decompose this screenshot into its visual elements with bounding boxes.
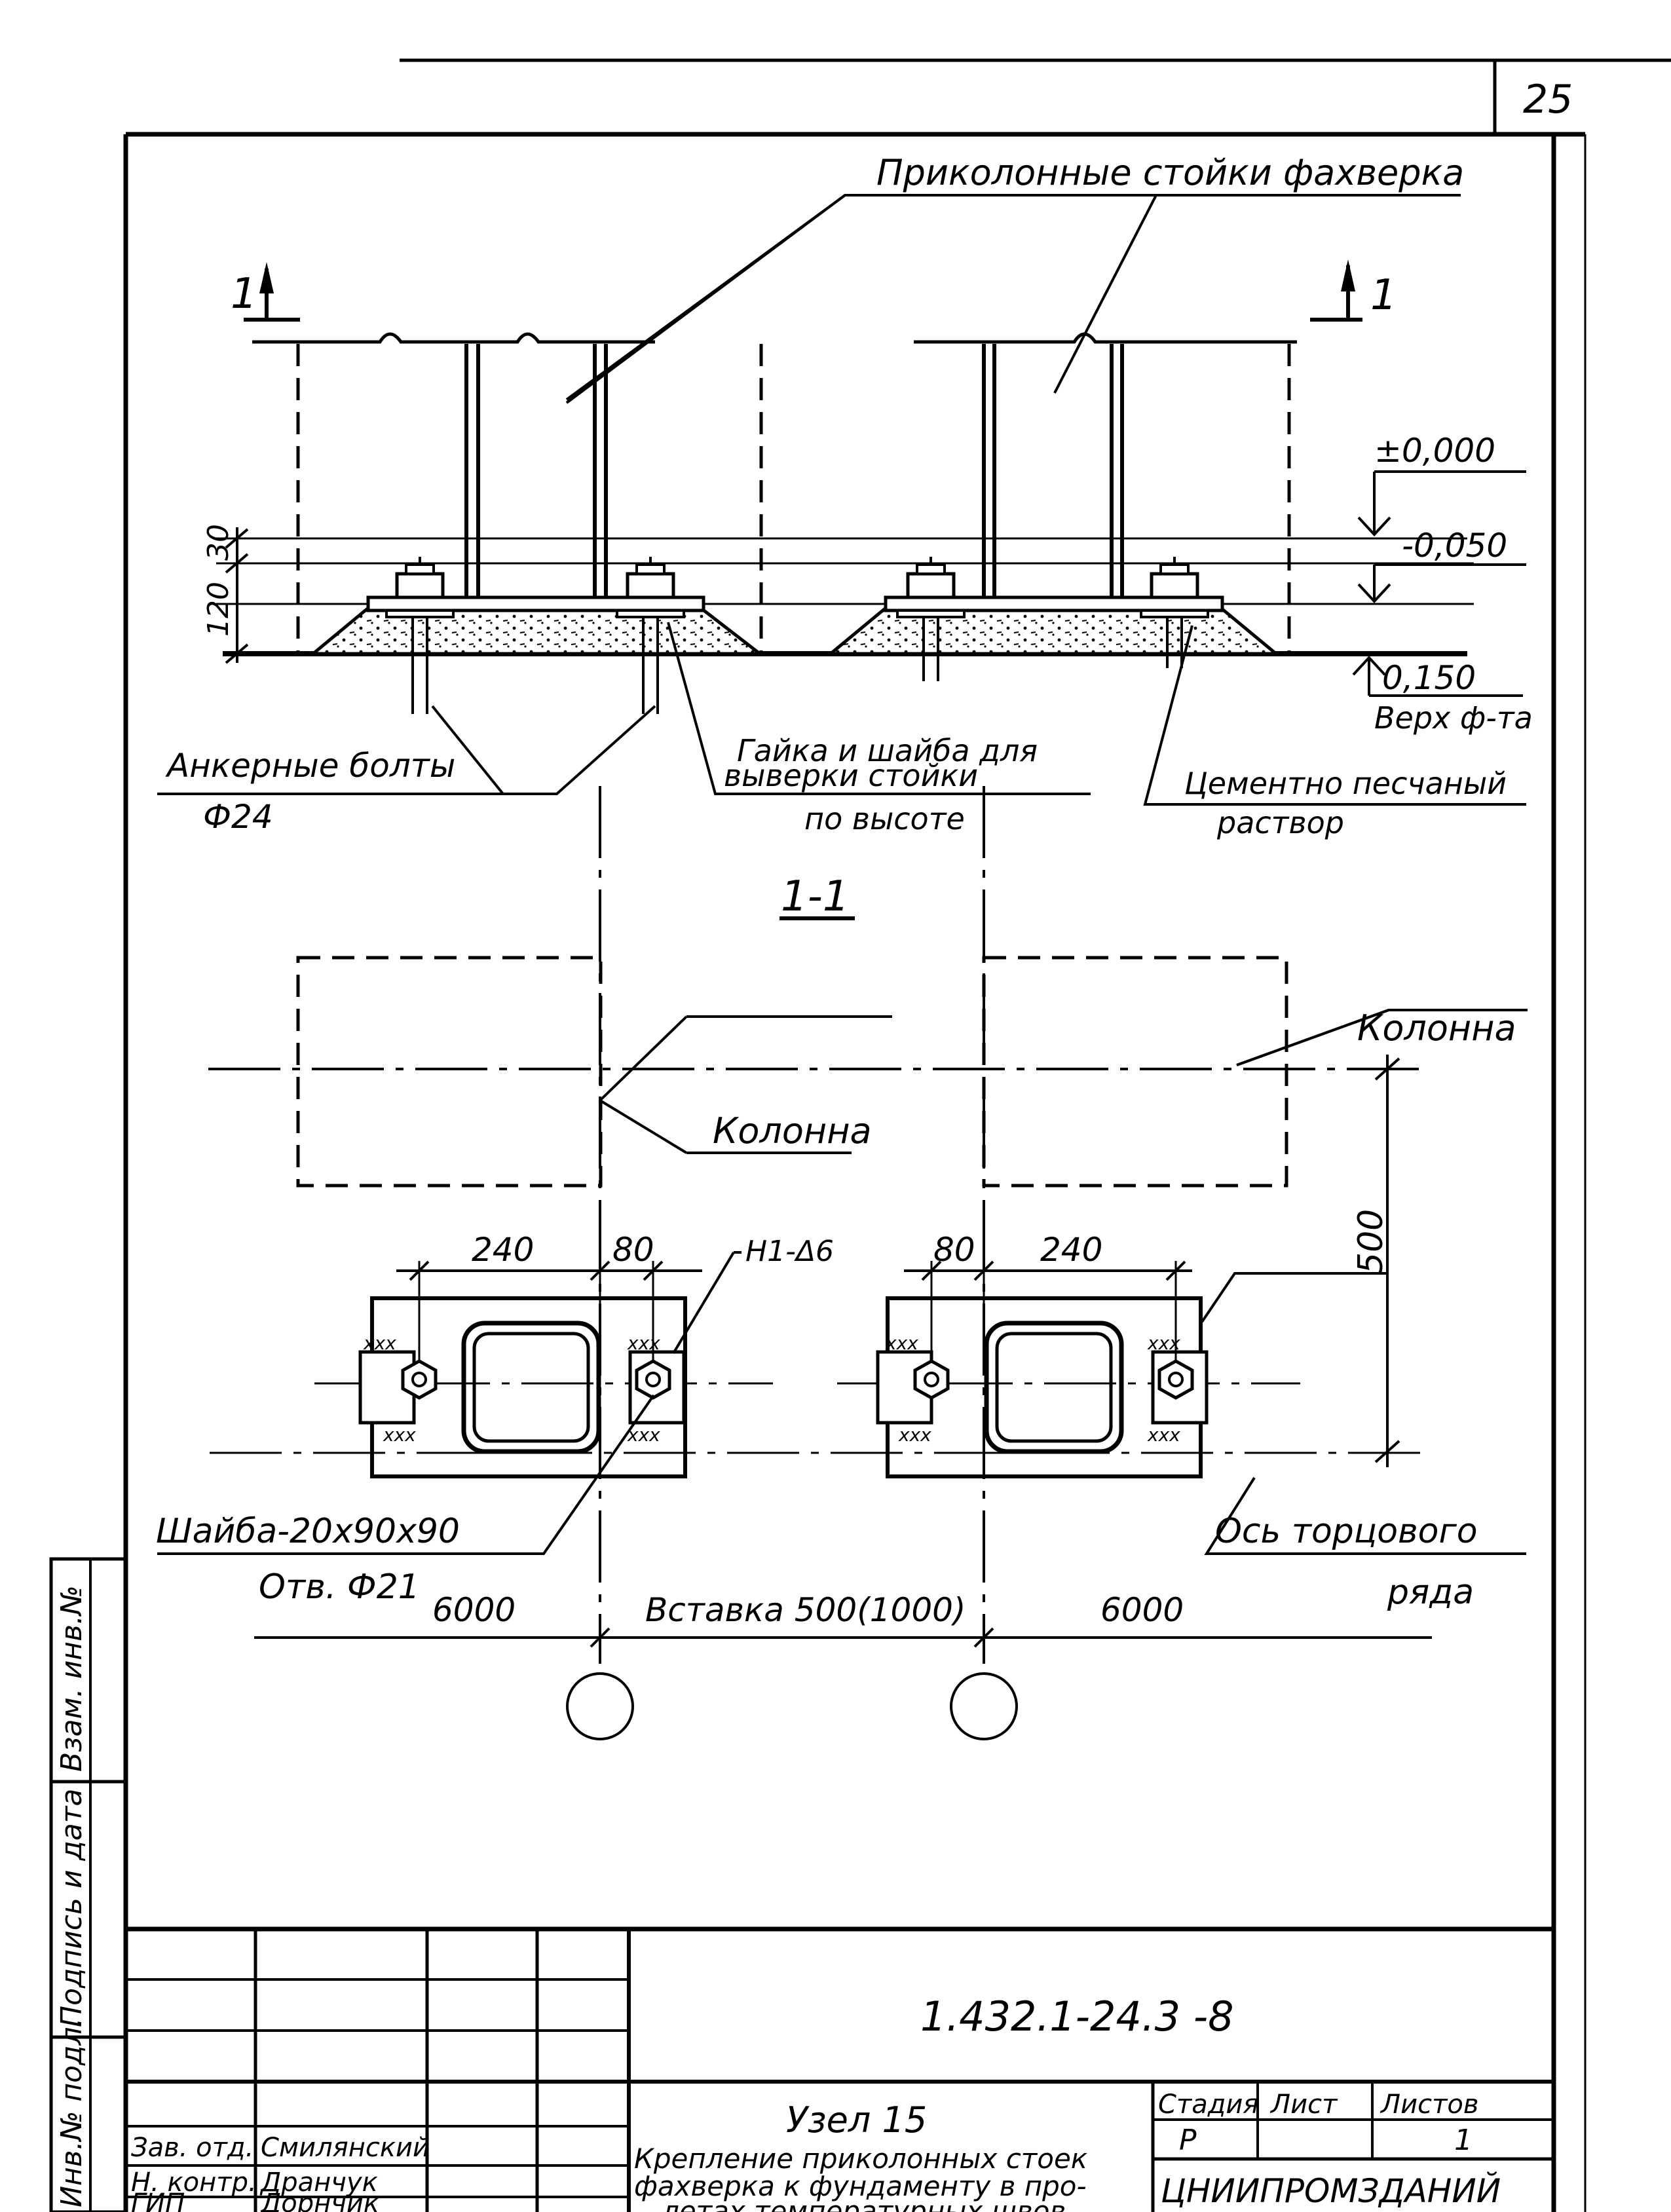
axis-label-1: Ось торцового [1215, 1512, 1478, 1551]
svg-text:ххх: ххх [383, 1424, 416, 1446]
section-mark-left-label: 1 [231, 270, 257, 318]
side-stamp-field-2: Подпись и дата [55, 1789, 88, 2027]
leader-lines [157, 194, 1526, 806]
section-title: 1-1 [781, 872, 850, 921]
svg-text:ххх: ххх [363, 1332, 396, 1354]
anchor-bolt [896, 557, 966, 681]
side-stamp-field-1: Взам. инв.№ [55, 1585, 88, 1772]
description-line-2: фахверка к фундаменту в про- [634, 2170, 1087, 2202]
weld-label: Н1-Δ6 [745, 1235, 834, 1268]
side-stamp-field-3: Инв.№ подл. [55, 2017, 88, 2207]
sheets-header: Листов [1380, 2090, 1478, 2120]
foundation-top-label: Верх ф-та [1374, 700, 1533, 736]
column-outline-right [982, 956, 1288, 1188]
column-label-left: Колонна [713, 1110, 872, 1152]
description-line-1: Крепление приколонных стоек [634, 2143, 1088, 2175]
base-plate-plan-left: ххх ххх ххх ххх [358, 1296, 687, 1478]
mortar-label-2: раствор [1216, 805, 1344, 840]
mortar-label-1: Цементно песчаный [1184, 766, 1507, 801]
stage-header: Стадия [1158, 2090, 1258, 2120]
level-marker-foundation: 0,150 Верх ф-та [1352, 656, 1533, 736]
column-outline-left [296, 956, 603, 1188]
stage-value: Р [1179, 2124, 1197, 2157]
base-plate-plan-right: ххх ххх ххх ххх [876, 1296, 1209, 1478]
axis-label-2: ряда [1387, 1573, 1474, 1612]
description-line-3: летах температурных швов [661, 2195, 1066, 2212]
dim-120: 120 [202, 582, 235, 637]
dim-30: 30 [202, 524, 235, 561]
title-block: 1.432.1-24.3 -8 Зав. отд. Смилянский Н. … [126, 1926, 1554, 2212]
level-foundation-label: 0,150 [1382, 659, 1476, 697]
level-zero-label: ±0,000 [1374, 432, 1495, 470]
dimension-chain-left: 240 80 [396, 1231, 702, 1362]
grout-bed-left [309, 607, 765, 656]
dim-80-left: 80 [612, 1231, 654, 1269]
svg-text:ххх: ххх [627, 1332, 660, 1354]
base-plate-left [366, 595, 705, 612]
left-column [296, 344, 763, 654]
name-2: Дранчук [259, 2167, 378, 2198]
dimension-500: 500 [1351, 1055, 1400, 1467]
level-grout-label: -0,050 [1402, 527, 1507, 565]
anchor-bolt [616, 557, 685, 714]
span-right: 6000 [1100, 1591, 1184, 1629]
anchor-bolts-diameter: Ф24 [203, 798, 273, 836]
nut-washer-label-3: по высоте [804, 801, 965, 836]
svg-text:ххх: ххх [898, 1424, 931, 1446]
level-marker-grout: -0,050 [1357, 527, 1526, 603]
role-2: Н. контр. [131, 2167, 257, 2198]
anchor-bolt [385, 557, 455, 714]
level-marker-zero: ±0,000 [1357, 432, 1526, 536]
drawing-code: 1.432.1-24.3 -8 [920, 1993, 1234, 2040]
name-1: Смилянский [261, 2133, 430, 2163]
sheets-value: 1 [1454, 2124, 1473, 2157]
section-mark-right: 1 [1310, 259, 1397, 322]
right-column [982, 344, 1291, 654]
sheet-frame [123, 58, 1671, 2212]
nut-washer-label-2: выверки стойки [724, 758, 978, 793]
page-number: 25 [1523, 77, 1573, 122]
base-plate-right [884, 595, 1224, 612]
plan-leaders [157, 1009, 1528, 1555]
role-3: ГИП [131, 2188, 185, 2212]
anchor-bolts-label: Анкерные болты [165, 747, 455, 785]
dim-240-left: 240 [472, 1231, 534, 1269]
elevation-view: 1 1 [157, 152, 1533, 840]
sheet-header: Лист [1269, 2090, 1338, 2120]
role-1: Зав. отд. [131, 2133, 253, 2163]
name-3: Дорнчик [259, 2188, 379, 2212]
svg-text:ххх: ххх [885, 1332, 918, 1354]
axis-bubble-left [566, 1672, 634, 1740]
dimension-chain-right: 80 240 [904, 1231, 1192, 1362]
plan-view: 1-1 ххх ххх ххх ххх [156, 786, 1528, 1740]
section-mark-left: 1 [231, 262, 300, 322]
node-title: Узел 15 [786, 2099, 927, 2141]
washer-label-1: Шайба-20х90х90 [156, 1512, 460, 1551]
section-mark-right-label: 1 [1370, 271, 1397, 320]
dim-500: 500 [1351, 1209, 1391, 1274]
nut-washer-label-1: Гайка и шайба для [737, 733, 1038, 768]
organization: ЦНИИПРОМЗДАНИЙ [1161, 2171, 1501, 2210]
column-label-right: Колонна [1357, 1007, 1516, 1049]
dim-240-right: 240 [1040, 1231, 1102, 1269]
anchor-bolt [1140, 557, 1209, 668]
side-stamp: Взам. инв.№ Подпись и дата Инв.№ подл. [49, 1557, 128, 2212]
washer-label-2: Отв. Ф21 [259, 1567, 420, 1607]
span-left: 6000 [432, 1591, 516, 1629]
dim-80-right: 80 [933, 1231, 975, 1269]
axis-bubble-right [950, 1672, 1018, 1740]
columns-title: Приколонные стойки фахверка [876, 152, 1464, 193]
span-middle: Вставка 500(1000) [645, 1591, 966, 1629]
svg-text:ххх: ххх [1147, 1424, 1180, 1446]
